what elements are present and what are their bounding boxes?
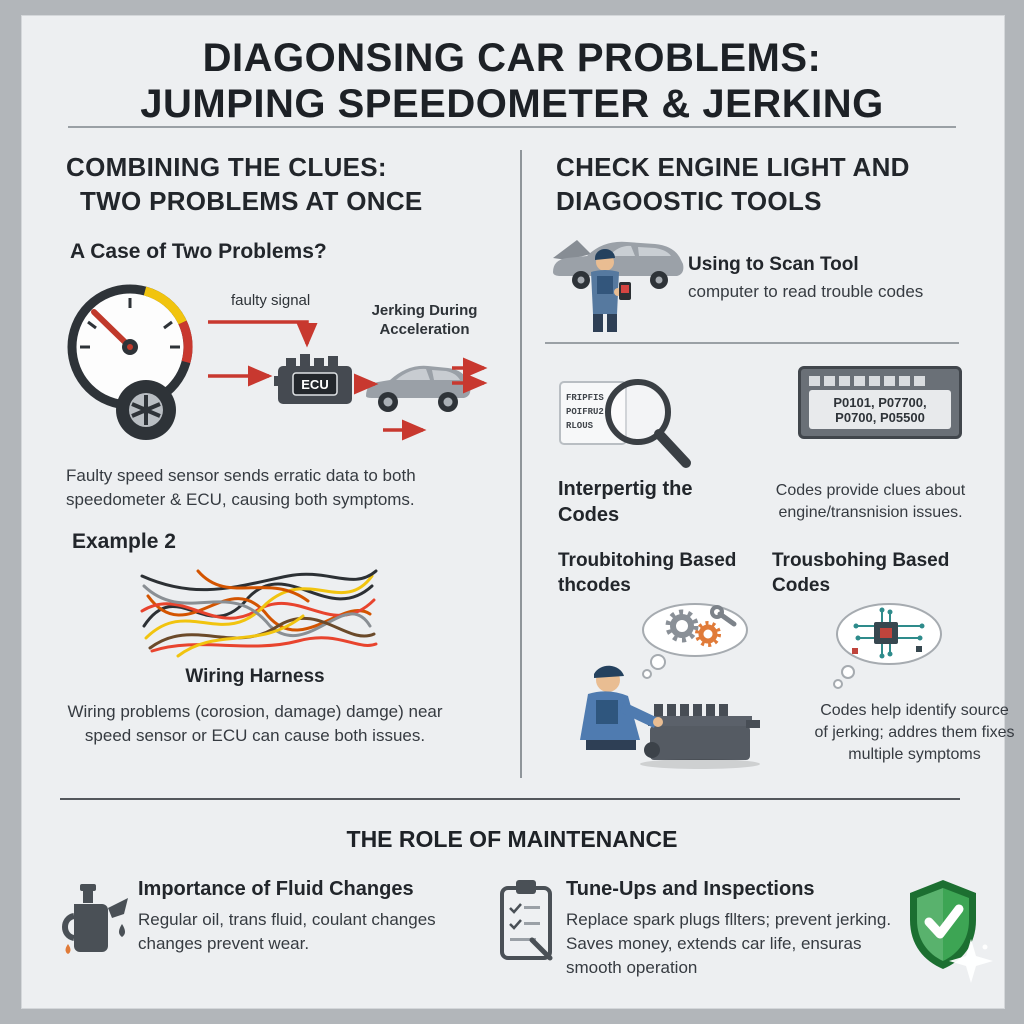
right-heading-line1: CHECK ENGINE LIGHT AND [556, 152, 910, 182]
shield-check-icon [910, 880, 976, 969]
trouble-code-panel: P0101, P07700, P0700, P05500 [798, 366, 962, 439]
signal-arrows-icon [208, 320, 488, 441]
left-heading-line2: TWO PROBLEMS AT ONCE [80, 186, 423, 216]
ecu-label: ECU [301, 377, 328, 392]
scan-tool-title: Using to Scan Tool [688, 254, 859, 275]
garbled-code-line3: RLOUS [566, 421, 594, 431]
jerking-label-line2: Acceleration [379, 321, 470, 338]
troubleshooting-right-line1: Trousbohing Based [772, 550, 950, 571]
gauge-needle [91, 309, 133, 350]
gears-wrench-icon [665, 605, 737, 647]
tune-ups-text: Replace spark plugs fllters; prevent jer… [566, 910, 892, 977]
sensor-explanation-text: Faulty speed sensor sends erratic data t… [66, 466, 416, 509]
mechanic-engine-icon [580, 603, 760, 769]
tire-icon [116, 380, 176, 440]
engine-block [640, 704, 760, 769]
fluid-changes-text: Regular oil, trans fluid, coulant change… [138, 910, 436, 953]
codes-clues-text: Codes provide clues about engine/transni… [775, 482, 966, 521]
ecu-engine-icon: ECU [274, 354, 352, 404]
car-icon [366, 365, 471, 412]
mechanic-figure [591, 249, 631, 332]
trouble-code-line1: P0101, P07700, [833, 395, 927, 410]
page-title-line1: DIAGONSING CAR PROBLEMS: [202, 36, 822, 80]
wiring-harness-icon [140, 569, 378, 658]
inspection-clipboard-icon [500, 880, 553, 961]
tune-ups-title: Tune-Ups and Inspections [566, 878, 815, 900]
garbled-code-line2: POIFRU2 [566, 407, 604, 417]
jerking-label-line1: Jerking During [371, 302, 478, 319]
infographic-panel [21, 15, 1005, 1009]
right-section-divider [545, 342, 959, 344]
garbled-code-line1: FRIPFIS [566, 393, 604, 403]
interpreting-heading-line2: Codes [558, 504, 620, 526]
sparkle-icon [949, 939, 993, 983]
maintenance-divider [60, 798, 960, 800]
interpreting-heading-line1: Interpertig the [558, 478, 693, 500]
fluid-changes-title: Importance of Fluid Changes [138, 878, 414, 900]
faulty-signal-label: faulty signal [231, 292, 311, 309]
magnifier-codes-icon: FRIPFIS POIFRU2 RLOUS [559, 379, 691, 468]
magnifier-lens [605, 379, 671, 445]
circuit-board [852, 607, 925, 659]
example-heading: Example 2 [72, 530, 176, 553]
troubleshooting-right-line2: Codes [772, 575, 831, 596]
trouble-codes-display: P0101, P07700, P0700, P05500 [809, 390, 951, 429]
trouble-code-line2: P0700, P05500 [835, 410, 925, 425]
wiring-explanation-text: Wiring problems (corosion, damage) damge… [67, 702, 443, 745]
column-divider [520, 150, 522, 778]
mechanic-scan-tool-icon [553, 240, 684, 332]
magnifier-handle [654, 429, 691, 468]
connector-pins-row [809, 376, 951, 386]
title-divider [68, 126, 956, 128]
troubleshooting-left-line1: Troubitohing Based [558, 550, 737, 571]
wiring-harness-label: Wiring Harness [185, 666, 325, 687]
page-title-line2: JUMPING SPEEDOMETER & JERKING [140, 82, 884, 126]
case-question-heading: A Case of Two Problems? [70, 240, 327, 263]
codes-help-text: Codes help identify source of jerking; a… [814, 702, 1015, 763]
speedometer-icon [67, 284, 193, 440]
oil-jug-icon [62, 884, 128, 954]
left-heading-line1: COMBINING THE CLUES: [66, 152, 387, 182]
circuit-thought-bubble-icon [833, 603, 942, 689]
maintenance-heading: THE ROLE OF MAINTENANCE [346, 826, 678, 852]
mechanic-figure [580, 665, 663, 750]
scan-tool-text: computer to read trouble codes [688, 282, 924, 301]
right-heading-line2: DIAGOOSTIC TOOLS [556, 186, 822, 216]
troubleshooting-left-line2: thcodes [558, 575, 631, 596]
